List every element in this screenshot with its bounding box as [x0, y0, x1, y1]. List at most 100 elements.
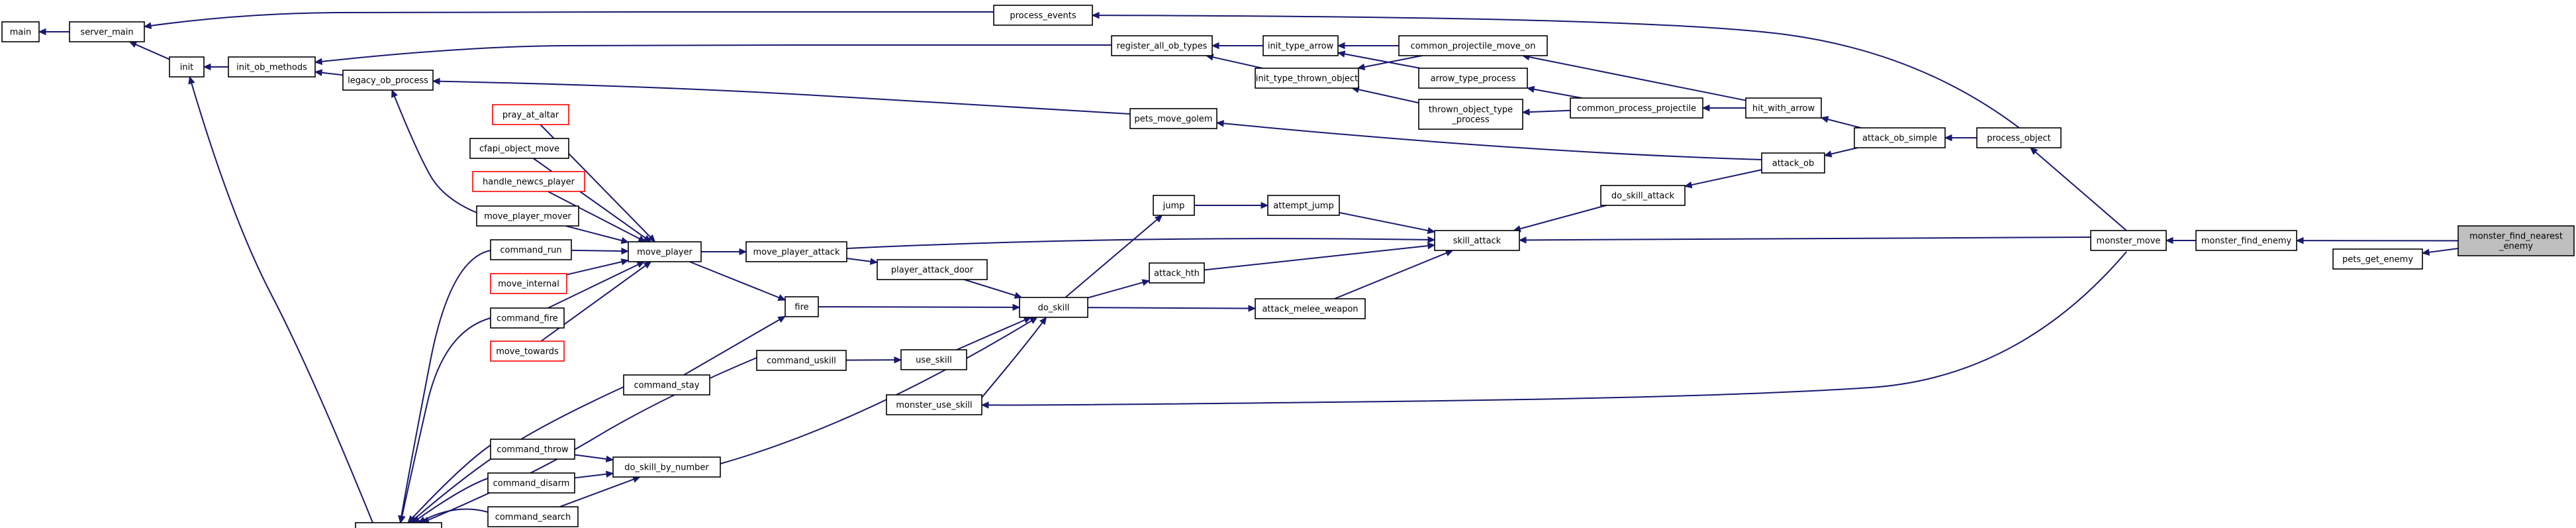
node-init-type-thrown-object[interactable]: init_type_thrown_object [1255, 68, 1359, 89]
edge-move-player-to-fire [689, 261, 787, 301]
node-label: pets_get_enemy [2342, 255, 2413, 265]
edge-monster-find-nearest-enemy-to-pets-get-enemy [2421, 248, 2459, 256]
node-command-disarm[interactable]: command_disarm [487, 472, 575, 494]
node-do-skill-attack[interactable]: do_skill_attack [1600, 185, 1686, 206]
node-label: do_skill_by_number [624, 463, 709, 473]
edge-arrowhead [1357, 63, 1366, 71]
node-register-all-ob-types[interactable]: register_all_ob_types [1111, 35, 1213, 56]
node-jump[interactable]: jump [1153, 195, 1195, 216]
edge-attack-ob-to-do-skill-attack [1684, 169, 1762, 189]
edge-line [1339, 211, 1429, 232]
edge-line [548, 264, 639, 309]
edge-arrowhead [1039, 317, 1047, 325]
edge-command-run-to-commands-init [398, 250, 491, 524]
node-move-player-mover[interactable]: move_player_mover [476, 205, 579, 227]
edge-line [1334, 252, 1447, 299]
node-arrow-type-process[interactable]: arrow_type_process [1418, 68, 1528, 89]
node-thrown-object-type-process[interactable]: thrown_object_type_process [1418, 99, 1523, 130]
node-command-run[interactable]: command_run [490, 239, 572, 260]
node-box [1153, 195, 1195, 216]
node-attack-ob-simple[interactable]: attack_ob_simple [1854, 127, 1946, 148]
edge-move-player-mover-to-legacy-ob-process [391, 89, 477, 213]
edge-line [2034, 151, 2127, 231]
edge-init-type-thrown-object-to-register-all-ob-types [1205, 54, 1263, 69]
node-box [1854, 127, 1946, 148]
node-move-towards[interactable]: move_towards [490, 341, 565, 362]
node-pets-move-golem[interactable]: pets_move_golem [1129, 108, 1217, 129]
node-command-uskill[interactable]: command_uskill [756, 350, 847, 371]
node-player-attack-door[interactable]: player_attack_door [877, 259, 988, 280]
node-hit-with-arrow[interactable]: hit_with_arrow [1745, 97, 1822, 119]
edge-arrowhead [314, 58, 323, 66]
edge-arrowhead [1014, 291, 1023, 299]
node-box [1418, 99, 1523, 130]
node-common-process-projectile[interactable]: common_process_projectile [1570, 97, 1703, 119]
edge-line [963, 279, 1016, 296]
node-monster-use-skill[interactable]: monster_use_skill [886, 394, 982, 415]
node-command-throw[interactable]: command_throw [490, 439, 575, 460]
node-monster-find-enemy[interactable]: monster_find_enemy [2195, 230, 2297, 251]
edge-command-uskill-to-use-skill [845, 356, 902, 364]
edge-command-stay-to-fire [683, 315, 787, 376]
node-process-object[interactable]: process_object [1976, 127, 2062, 148]
edge-process-object-to-attack-ob-simple [1944, 134, 1977, 142]
edge-arrowhead [1261, 201, 1269, 209]
node-attack-melee-weapon[interactable]: attack_melee_weapon [1255, 298, 1366, 319]
node-attack-hth[interactable]: attack_hth [1149, 262, 1205, 284]
node-label: _enemy [2499, 242, 2533, 252]
edge-line [321, 72, 344, 76]
edge-hit-with-arrow-to-common-process-projectile [1701, 104, 1746, 112]
node-move-player[interactable]: move_player [628, 241, 702, 262]
node-command-fire[interactable]: command_fire [490, 307, 565, 329]
node-attempt-jump[interactable]: attempt_jump [1267, 195, 1340, 216]
edge-line [689, 261, 780, 299]
edge-line [720, 320, 1032, 464]
node-commands-init[interactable]: commands_init [355, 522, 442, 528]
node-init[interactable]: init [169, 56, 205, 78]
edge-arrowhead [1029, 317, 1038, 324]
node-init-ob-methods[interactable]: init_ob_methods [228, 56, 316, 78]
node-move-internal[interactable]: move_internal [490, 273, 567, 294]
edge-arrowhead [621, 247, 630, 255]
node-fire[interactable]: fire [785, 296, 819, 317]
node-command-search[interactable]: command_search [487, 506, 579, 527]
node-label: init_type_thrown_object [1256, 74, 1358, 84]
node-box [628, 241, 702, 262]
node-label: use_skill [916, 356, 952, 366]
node-box [623, 374, 710, 396]
edge-jump-to-attempt-jump [1194, 201, 1269, 209]
edge-arrowhead [314, 69, 323, 76]
node-do-skill[interactable]: do_skill [1019, 297, 1088, 318]
node-process-events[interactable]: process_events [993, 5, 1093, 26]
edge-line [1364, 55, 1423, 68]
node-label: common_process_projectile [1577, 104, 1696, 114]
node-legacy-ob-process[interactable]: legacy_ob_process [342, 70, 434, 91]
node-label: command_throw [497, 445, 569, 455]
node-handle-newcs-player[interactable]: handle_newcs_player [472, 171, 585, 192]
node-server-main[interactable]: server_main [69, 21, 145, 42]
node-do-skill-by-number[interactable]: do_skill_by_number [612, 456, 721, 478]
node-monster-move[interactable]: monster_move [2090, 230, 2167, 251]
edge-init-ob-methods-to-init [203, 63, 228, 71]
node-pray-at-altar[interactable]: pray_at_altar [492, 104, 569, 125]
edge-line [574, 454, 607, 460]
node-common-projectile-move-on[interactable]: common_projectile_move_on [1398, 35, 1548, 56]
node-use-skill[interactable]: use_skill [900, 349, 967, 370]
node-command-stay[interactable]: command_stay [623, 374, 710, 396]
node-box [490, 341, 565, 362]
edge-line [1358, 89, 1419, 104]
node-init-type-arrow[interactable]: init_type_arrow [1263, 35, 1339, 56]
node-skill-attack[interactable]: skill_attack [1434, 230, 1520, 251]
node-label: init_type_arrow [1268, 42, 1334, 52]
node-main[interactable]: main [1, 21, 40, 42]
node-move-player-attack[interactable]: move_player_attack [745, 241, 847, 262]
node-label: jump [1163, 201, 1185, 211]
node-label: attack_melee_weapon [1262, 305, 1358, 315]
node-box [490, 307, 565, 329]
node-label: legacy_ob_process [348, 76, 428, 86]
node-cfapi-object-move[interactable]: cfapi_object_move [469, 138, 569, 159]
edge-arrowhead [143, 22, 152, 30]
edge-common-projectile-move-on-to-init-type-thrown-object [1357, 55, 1423, 71]
node-attack-ob[interactable]: attack_ob [1761, 152, 1825, 174]
node-pets-get-enemy[interactable]: pets_get_enemy [2332, 248, 2423, 270]
